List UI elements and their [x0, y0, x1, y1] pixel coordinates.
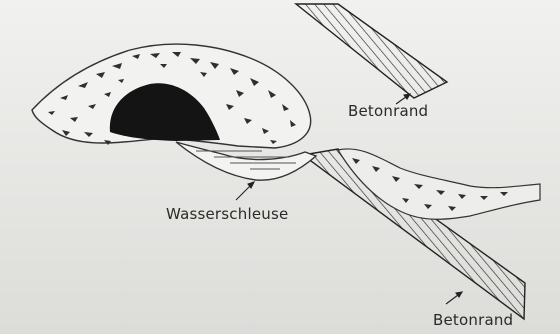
label-betonrand-upper: Betonrand — [348, 102, 428, 120]
label-wasserschleuse: Wasserschleuse — [166, 205, 288, 223]
label-betonrand-lower: Betonrand — [433, 311, 513, 329]
